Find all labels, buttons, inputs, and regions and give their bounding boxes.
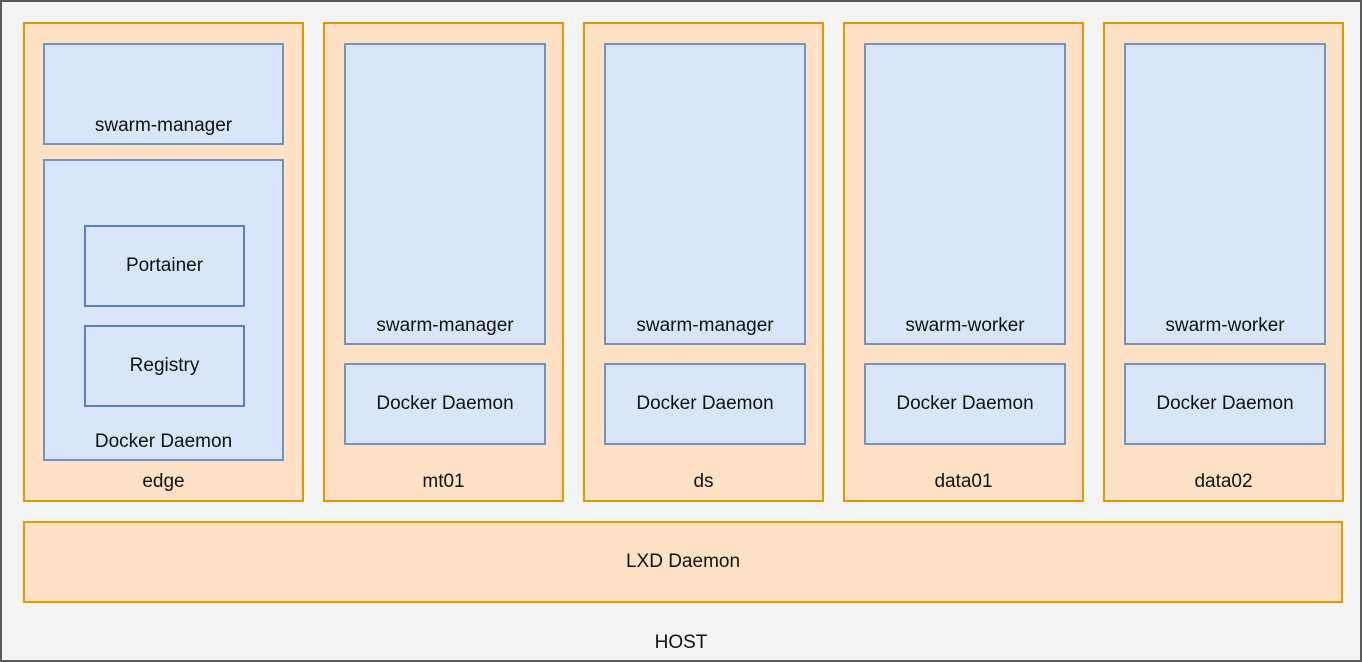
- data01-swarm-worker-box: swarm-worker: [864, 43, 1066, 345]
- mt01-docker-daemon-label: Docker Daemon: [376, 393, 514, 414]
- container-edge-label: edge: [142, 471, 185, 492]
- mt01-swarm-manager-label: swarm-manager: [376, 315, 514, 336]
- data01-docker-daemon-box: Docker Daemon: [864, 363, 1066, 445]
- mt01-docker-daemon-box: Docker Daemon: [344, 363, 546, 445]
- data02-swarm-worker-label: swarm-worker: [1165, 315, 1285, 336]
- container-ds-label: ds: [693, 471, 714, 492]
- data02-docker-daemon-label: Docker Daemon: [1156, 393, 1294, 414]
- data02-swarm-worker-box: swarm-worker: [1124, 43, 1326, 345]
- edge-swarm-manager-box: swarm-manager: [43, 43, 284, 145]
- edge-service-portainer: Portainer: [84, 225, 245, 307]
- mt01-swarm-manager-box: swarm-manager: [344, 43, 546, 345]
- edge-docker-daemon-label: Docker Daemon: [94, 431, 233, 452]
- ds-docker-daemon-box: Docker Daemon: [604, 363, 806, 445]
- ds-docker-daemon-label: Docker Daemon: [636, 393, 774, 414]
- container-edge: swarm-manager Portainer Registry Docker …: [23, 22, 304, 502]
- container-ds: swarm-manager Docker Daemon ds: [583, 22, 824, 502]
- ds-swarm-manager-box: swarm-manager: [604, 43, 806, 345]
- container-data01: swarm-worker Docker Daemon data01: [843, 22, 1084, 502]
- data01-swarm-worker-label: swarm-worker: [905, 315, 1025, 336]
- host-label: HOST: [654, 632, 708, 653]
- data02-docker-daemon-box: Docker Daemon: [1124, 363, 1326, 445]
- container-data01-label: data01: [934, 471, 993, 492]
- edge-service-registry-label: Registry: [129, 355, 200, 376]
- container-mt01: swarm-manager Docker Daemon mt01: [323, 22, 564, 502]
- ds-swarm-manager-label: swarm-manager: [636, 315, 774, 336]
- lxd-daemon-label: LXD Daemon: [625, 551, 741, 572]
- edge-swarm-manager-label: swarm-manager: [94, 115, 233, 136]
- container-data02-label: data02: [1194, 471, 1253, 492]
- container-data02: swarm-worker Docker Daemon data02: [1103, 22, 1344, 502]
- edge-service-registry: Registry: [84, 325, 245, 407]
- container-mt01-label: mt01: [422, 471, 465, 492]
- edge-docker-daemon-box: Portainer Registry Docker Daemon: [43, 159, 284, 461]
- edge-service-portainer-label: Portainer: [125, 255, 204, 276]
- data01-docker-daemon-label: Docker Daemon: [896, 393, 1034, 414]
- lxd-daemon-bar: LXD Daemon: [23, 521, 1343, 603]
